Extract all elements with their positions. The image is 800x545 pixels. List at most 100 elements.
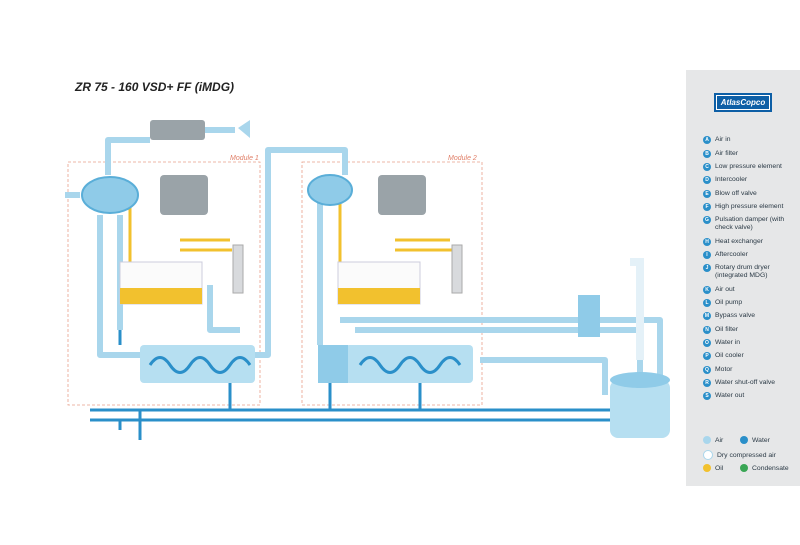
legend-item: Q Motor [703, 366, 799, 374]
key-water-label: Water [752, 436, 770, 444]
legend-label: Pulsation damper (with check valve) [715, 216, 785, 231]
legend-badge: B [703, 150, 711, 158]
key-condensate-label: Condensate [752, 464, 789, 472]
legend-item: E Blow off valve [703, 190, 799, 198]
brand-logo: AtlasCopco [714, 93, 772, 112]
legend-badge: F [703, 203, 711, 211]
key-condensate: Condensate [740, 464, 789, 472]
key-dry-air: Dry compressed air [703, 450, 776, 460]
rotary-drum-dryer [610, 380, 670, 438]
motor-2 [378, 175, 426, 215]
legend-badge: M [703, 312, 711, 320]
legend-label: Water in [715, 339, 741, 346]
module-2-label: Module 2 [448, 155, 477, 162]
legend-label: Blow off valve [715, 190, 757, 197]
legend-item: O Water in [703, 339, 799, 347]
legend-item: A Air in [703, 136, 799, 144]
motor-1 [160, 175, 208, 215]
aftercooler [345, 345, 473, 383]
legend-item: L Oil pump [703, 299, 799, 307]
legend-item: C Low pressure element [703, 163, 799, 171]
legend-badge: K [703, 286, 711, 294]
legend-item: B Air filter [703, 150, 799, 158]
legend-label: Rotary drum dryer (integrated MDG) [715, 264, 770, 279]
dry-air-swatch [703, 450, 713, 460]
legend-item: P Oil cooler [703, 352, 799, 360]
legend-badge: H [703, 238, 711, 246]
legend-label: Intercooler [715, 176, 748, 183]
legend-badge: A [703, 136, 711, 144]
oil-swatch [703, 464, 711, 472]
legend-label: Air filter [715, 150, 739, 157]
legend-label: Water out [715, 392, 745, 399]
legend-item: I Aftercooler [703, 251, 799, 259]
legend-label: Bypass valve [715, 312, 756, 319]
legend-label: High pressure element [715, 203, 784, 210]
diagram-title: ZR 75 - 160 VSD+ FF (iMDG) [75, 80, 235, 94]
module-1-label: Module 1 [230, 155, 259, 162]
legend-badge: G [703, 216, 711, 224]
key-oil: Oil [703, 464, 723, 472]
legend-badge: E [703, 190, 711, 198]
air-filter [150, 120, 205, 140]
module-1-boundary [67, 161, 261, 406]
legend-label: Oil pump [715, 299, 743, 306]
water-swatch [740, 436, 748, 444]
legend-label: Oil cooler [715, 352, 744, 359]
legend-badge: S [703, 392, 711, 400]
legend-item: H Heat exchanger [703, 238, 799, 246]
key-air: Air [703, 436, 723, 444]
legend-item: N Oil filter [703, 326, 799, 334]
intercooler-coil [148, 356, 252, 374]
condensate-swatch [740, 464, 748, 472]
legend-item: S Water out [703, 392, 799, 400]
legend-item: M Bypass valve [703, 312, 799, 320]
legend-label: Motor [715, 366, 733, 373]
legend-label: Air in [715, 136, 731, 143]
aftercooler-coil [358, 356, 462, 374]
legend-item: F High pressure element [703, 203, 799, 211]
heat-exchanger [578, 295, 600, 337]
legend-badge: P [703, 352, 711, 360]
intercooler [140, 345, 255, 383]
legend-badge: O [703, 339, 711, 347]
water-pipes [90, 300, 620, 440]
legend-badge: J [703, 264, 711, 272]
oil-pipes [128, 200, 452, 265]
air-swatch [703, 436, 711, 444]
module-2-boundary [301, 161, 483, 406]
oil-level-1 [120, 288, 202, 304]
key-oil-label: Oil [715, 464, 724, 472]
legend-label: Low pressure element [715, 163, 782, 170]
legend-badge: I [703, 251, 711, 259]
legend-badge: Q [703, 366, 711, 374]
legend-item: R Water shut-off valve [703, 379, 799, 387]
key-dry-air-label: Dry compressed air [717, 451, 776, 459]
low-pressure-element [81, 176, 139, 214]
legend-label: Water shut-off valve [715, 379, 776, 386]
air-inlet [238, 120, 250, 138]
legend-item: K Air out [703, 286, 799, 294]
key-air-label: Air [715, 436, 724, 444]
legend-badge: C [703, 163, 711, 171]
legend-badge: D [703, 176, 711, 184]
key-water: Water [740, 436, 770, 444]
oil-level-2 [338, 288, 420, 304]
dryer-top [610, 372, 670, 388]
oil-cooler-2 [451, 244, 463, 294]
oil-cooler-1 [232, 244, 244, 294]
legend-label: Air out [715, 286, 735, 293]
legend-item: J Rotary drum dryer (integrated MDG) [703, 264, 799, 280]
legend-item: D Intercooler [703, 176, 799, 184]
high-pressure-element [307, 174, 353, 206]
dry-air-outlet [630, 258, 644, 360]
legend-badge: R [703, 379, 711, 387]
legend-label: Heat exchanger [715, 238, 763, 245]
pulsation-damper [318, 345, 348, 383]
legend-badge: L [703, 299, 711, 307]
legend-label: Oil filter [715, 326, 739, 333]
legend-badge: N [703, 326, 711, 334]
legend-label: Aftercooler [715, 251, 748, 258]
legend-item: G Pulsation damper (with check valve) [703, 216, 799, 232]
